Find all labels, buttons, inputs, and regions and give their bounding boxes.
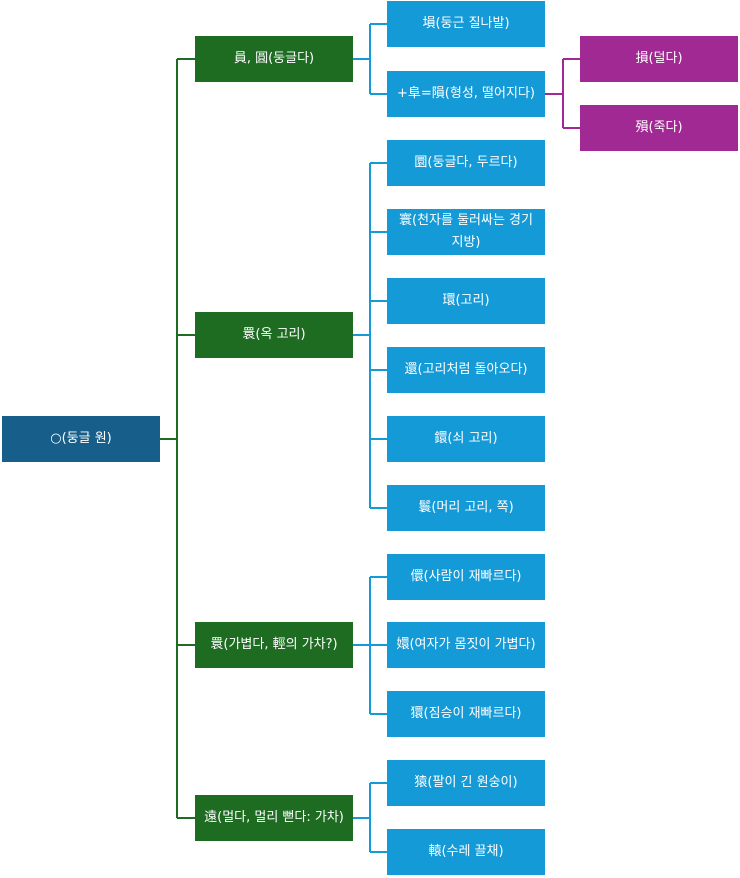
leaf-node: 鐶(쇠 고리) — [387, 416, 545, 462]
leaf-node-label: 鬟(머리 고리, 쪽) — [418, 500, 514, 515]
leaf-node: 寰(천자를 둘러싸는 경기 지방) — [387, 209, 545, 255]
leaf-node-label: 塤(둥근 질나발) — [422, 16, 510, 31]
leaf-node-label: 鐶(쇠 고리) — [434, 431, 498, 446]
leaf-node: 環(고리) — [387, 278, 545, 324]
branch-node-2: 睘(옥 고리) — [195, 312, 353, 358]
leaf-node-label: 獧(짐승이 재빠르다) — [410, 706, 522, 721]
root-node: ○(둥글 원) — [2, 416, 160, 462]
leaf-node-label: 環(고리) — [442, 293, 490, 308]
leaf-node-label: 圜(둥글다, 두르다) — [414, 155, 518, 170]
sub-leaf-node: 損(덜다) — [580, 36, 738, 82]
branch-node-1-label: 員, 圓(둥글다) — [233, 51, 315, 66]
leaf-node-label: 轅(수레 끌채) — [428, 844, 504, 859]
branch-node-1: 員, 圓(둥글다) — [195, 36, 353, 82]
leaf-node: 儇(사람이 재빠르다) — [387, 554, 545, 600]
leaf-node: 塤(둥근 질나발) — [387, 1, 545, 47]
leaf-node: 嬛(여자가 몸짓이 가볍다) — [387, 622, 545, 668]
leaf-node-label: 嬛(여자가 몸짓이 가볍다) — [396, 637, 536, 652]
branch-node-3: 睘(가볍다, 輕의 가차?) — [195, 622, 353, 668]
leaf-node-label: 寰(천자를 둘러싸는 경기 지방) — [399, 213, 533, 250]
leaf-node: 還(고리처럼 돌아오다) — [387, 347, 545, 393]
leaf-node-label: 儇(사람이 재빠르다) — [410, 569, 522, 584]
branch-node-4: 遠(멀다, 멀리 뻗다: 가차) — [195, 795, 353, 841]
branch-node-3-label: 睘(가볍다, 輕의 가차?) — [210, 637, 338, 652]
leaf-node: 猿(팔이 긴 원숭이) — [387, 760, 545, 806]
leaf-node: 鬟(머리 고리, 쪽) — [387, 485, 545, 531]
leaf-node: 轅(수레 끌채) — [387, 829, 545, 875]
branch-node-4-label: 遠(멀다, 멀리 뻗다: 가차) — [204, 810, 344, 825]
sub-leaf-node: 殞(죽다) — [580, 105, 738, 151]
branch-node-2-label: 睘(옥 고리) — [242, 327, 306, 342]
sub-leaf-node-label: 損(덜다) — [635, 51, 683, 66]
leaf-node-label: 猿(팔이 긴 원숭이) — [414, 775, 518, 790]
leaf-node: 獧(짐승이 재빠르다) — [387, 691, 545, 737]
leaf-node-label: +阜=隕(형성, 떨어지다) — [397, 86, 535, 101]
sub-leaf-node-label: 殞(죽다) — [635, 120, 683, 135]
leaf-node: +阜=隕(형성, 떨어지다) — [387, 71, 545, 117]
leaf-node-label: 還(고리처럼 돌아오다) — [404, 362, 528, 377]
root-node-label: ○(둥글 원) — [50, 431, 112, 446]
leaf-node: 圜(둥글다, 두르다) — [387, 140, 545, 186]
